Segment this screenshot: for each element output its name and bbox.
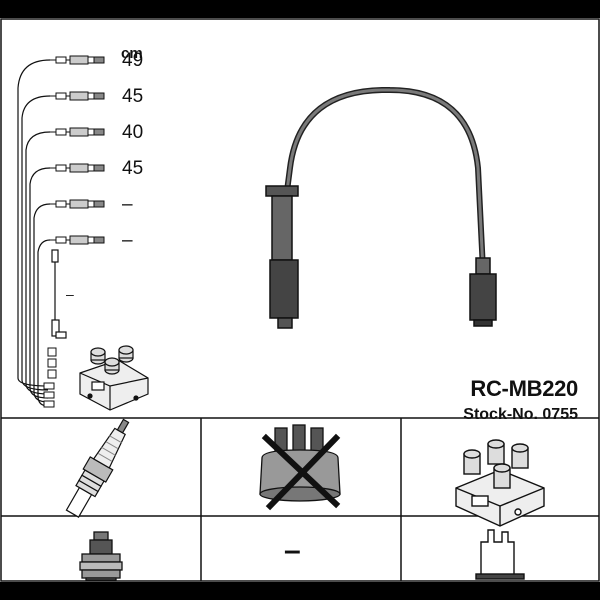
spark-plug-icon	[65, 418, 130, 518]
length-value: 45	[122, 86, 144, 107]
coil-pack-small-icon	[79, 345, 149, 411]
length-value: –	[122, 230, 133, 251]
sheet-border	[0, 18, 600, 582]
lead-connector	[50, 91, 105, 101]
ignition-coil-icon	[455, 439, 545, 527]
lead-connector	[50, 127, 105, 137]
length-value: 45	[122, 158, 144, 179]
coil-terminal-icon	[475, 529, 525, 580]
crossed-out-mark	[261, 433, 341, 511]
lead-connector	[50, 199, 105, 209]
distributor-cap-icon	[259, 424, 341, 511]
extra-lead-value: –	[66, 286, 74, 302]
length-value: 49	[122, 50, 144, 71]
coil-boot	[469, 257, 497, 327]
length-value: –	[122, 194, 133, 215]
length-unit: cm	[121, 45, 143, 62]
ignition-cable	[281, 86, 486, 273]
lead-set	[50, 55, 105, 245]
model-number: RC-MB220	[470, 376, 578, 401]
parts-sheet: cm 49 45 40 45 – – – RC-MB220 Stock-No. …	[0, 18, 600, 582]
plug-connector-icon	[79, 531, 123, 581]
harness-bundle	[17, 59, 51, 407]
spark-plug-boot	[265, 185, 299, 329]
wiring-diagram	[0, 18, 600, 582]
length-value: 40	[122, 122, 144, 143]
middle-cell-value: –	[284, 534, 301, 567]
vertical-lead	[51, 249, 67, 339]
terminal-stubs	[43, 347, 57, 408]
lead-connector	[50, 55, 105, 65]
lead-connector	[50, 163, 105, 173]
lead-connector	[50, 235, 105, 245]
stock-number: Stock-No. 0755	[463, 406, 578, 423]
